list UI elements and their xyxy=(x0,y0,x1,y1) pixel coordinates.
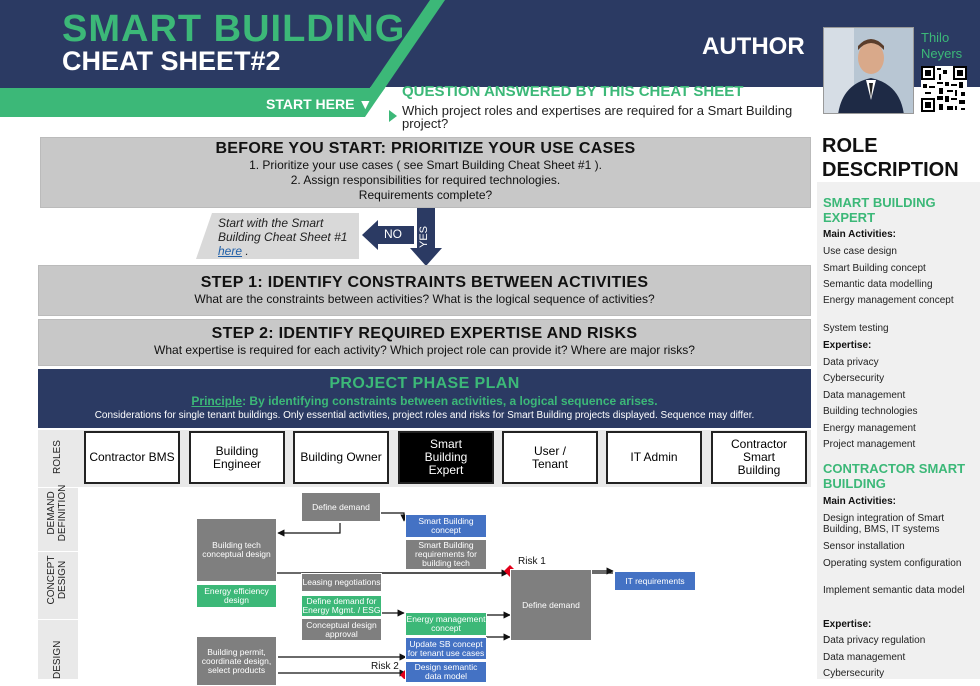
list-item: Use case design xyxy=(823,246,897,257)
risk-2-label: Risk 2 xyxy=(371,661,399,672)
list-item: Implement semantic data model xyxy=(823,585,965,596)
phase-demand-definition: DEMAND DEFINITION xyxy=(46,484,68,542)
before-line-2: 2. Assign responsibilities for required … xyxy=(290,173,561,187)
start-with-note: Start with the Smart Building Cheat Shee… xyxy=(196,213,359,259)
phase-plan-note: Considerations for single tenant buildin… xyxy=(94,410,755,421)
list-item: Data privacy xyxy=(823,357,879,368)
list-item: Project management xyxy=(823,439,916,450)
before-you-start-box: BEFORE YOU START: PRIORITIZE YOUR USE CA… xyxy=(40,137,811,208)
qr-code-icon[interactable] xyxy=(921,66,967,112)
author-photo xyxy=(823,27,914,114)
activity-define-demand-em: Define demand for Energy Mgmt. / ESG xyxy=(301,595,382,617)
activity-update-sb: Update SB concept for tenant use cases xyxy=(405,637,487,660)
sidebar-expertise-label: Expertise: xyxy=(823,340,872,351)
before-line-1: 1. Prioritize your use cases ( see Smart… xyxy=(249,158,602,172)
phase-plan-header: PROJECT PHASE PLAN Principle: By identif… xyxy=(38,369,811,428)
activity-semantic-model: Design semantic data model xyxy=(405,661,487,683)
sidebar-expertise-label: Expertise: xyxy=(823,619,872,630)
author-first-name: Thilo xyxy=(921,30,950,45)
activity-building-permit: Building permit, coordinate design, sele… xyxy=(196,636,277,686)
title-line-1: SMART BUILDING xyxy=(62,8,406,50)
before-title: BEFORE YOU START: PRIORITIZE YOUR USE CA… xyxy=(215,140,636,157)
activity-sb-requirements: Smart Building requirements for building… xyxy=(405,539,487,570)
step-2-box: STEP 2: IDENTIFY REQUIRED EXPERTISE AND … xyxy=(38,319,811,366)
title-line-2: CHEAT SHEET#2 xyxy=(62,46,281,76)
activity-define-demand: Define demand xyxy=(301,492,381,522)
phase-design: DESIGN xyxy=(52,640,63,679)
list-item: Data privacy regulation xyxy=(823,635,926,646)
role-contractor-bms: Contractor BMS xyxy=(84,431,180,484)
role-contractor-smart-building: Contractor Smart Building xyxy=(711,431,807,484)
list-item: Cybersecurity xyxy=(823,373,885,384)
sidebar-main-label: Main Activities: xyxy=(823,496,896,507)
yes-label: YES xyxy=(418,225,430,248)
activity-em-concept: Energy management concept xyxy=(405,612,487,636)
step-1-text: What are the constraints between activit… xyxy=(194,292,655,306)
list-item: Smart Building concept xyxy=(823,263,926,274)
activity-define-demand-user: Define demand xyxy=(510,569,592,641)
list-item: Sensor installation xyxy=(823,541,905,552)
step-2-text: What expertise is required for each acti… xyxy=(154,343,695,357)
author-last-name: Neyers xyxy=(921,46,963,61)
role-building-engineer: Building Engineer xyxy=(189,431,285,484)
list-item: System testing xyxy=(823,323,889,334)
cheat-sheet-1-link[interactable]: here xyxy=(218,244,243,258)
activity-concept-approval: Conceptual design approval xyxy=(301,618,382,641)
sidebar-heading-contractor-sb: CONTRACTOR SMART BUILDING xyxy=(823,461,966,491)
activity-leasing: Leasing negotiations xyxy=(301,573,382,592)
step-1-title: STEP 1: IDENTIFY CONSTRAINTS BETWEEN ACT… xyxy=(200,274,649,291)
list-item: Design integration of Smart Building, BM… xyxy=(823,513,945,535)
activity-energy-efficiency: Energy efficiency design xyxy=(196,584,277,608)
no-arrow-icon xyxy=(362,220,414,250)
sidebar-main-label: Main Activities: xyxy=(823,229,896,240)
risk-1-label: Risk 1 xyxy=(518,556,546,567)
list-item: Energy management concept xyxy=(823,295,954,306)
header-graphic xyxy=(0,0,445,117)
phase-plan-principle: Principle: By identifying constraints be… xyxy=(191,394,658,408)
triangle-right-icon xyxy=(389,110,397,122)
triangle-down-icon: ▼ xyxy=(358,96,373,112)
activity-building-tech: Building tech conceptual design xyxy=(196,518,277,582)
activity-it-requirements: IT requirements xyxy=(614,571,696,591)
question-title: QUESTION ANSWERED BY THIS CHEAT SHEET xyxy=(402,83,744,100)
step-2-title: STEP 2: IDENTIFY REQUIRED EXPERTISE AND … xyxy=(211,325,638,342)
yes-arrow-icon xyxy=(410,208,442,266)
no-label: NO xyxy=(384,227,402,241)
phase-concept-design: CONCEPT DESIGN xyxy=(46,555,68,605)
role-building-owner: Building Owner xyxy=(293,431,389,484)
role-smart-building-expert: Smart Building Expert xyxy=(398,431,494,484)
before-line-3: Requirements complete? xyxy=(358,188,493,202)
phase-plan-title: PROJECT PHASE PLAN xyxy=(329,375,520,392)
role-user-tenant: User / Tenant xyxy=(502,431,598,484)
start-here-label: START HERE ▼ xyxy=(266,96,373,112)
list-item: Cybersecurity xyxy=(823,668,885,679)
phase-column xyxy=(38,487,78,679)
list-item: Data management xyxy=(823,652,906,663)
list-item: Energy management xyxy=(823,423,916,434)
author-label: AUTHOR xyxy=(702,33,805,60)
list-item: Operating system configuration xyxy=(823,558,962,569)
sidebar-background xyxy=(817,182,980,679)
list-item: Building technologies xyxy=(823,406,918,417)
step-1-box: STEP 1: IDENTIFY CONSTRAINTS BETWEEN ACT… xyxy=(38,265,811,316)
sidebar-heading-sb-expert: SMART BUILDING EXPERT xyxy=(823,195,936,225)
role-it-admin: IT Admin xyxy=(606,431,702,484)
roles-label: ROLES xyxy=(52,440,63,474)
list-item: Semantic data modelling xyxy=(823,279,933,290)
question-text: Which project roles and expertises are r… xyxy=(402,103,793,131)
list-item: Data management xyxy=(823,390,906,401)
activity-sb-concept: Smart Building concept xyxy=(405,514,487,538)
role-description-title: ROLE DESCRIPTION xyxy=(822,135,959,181)
